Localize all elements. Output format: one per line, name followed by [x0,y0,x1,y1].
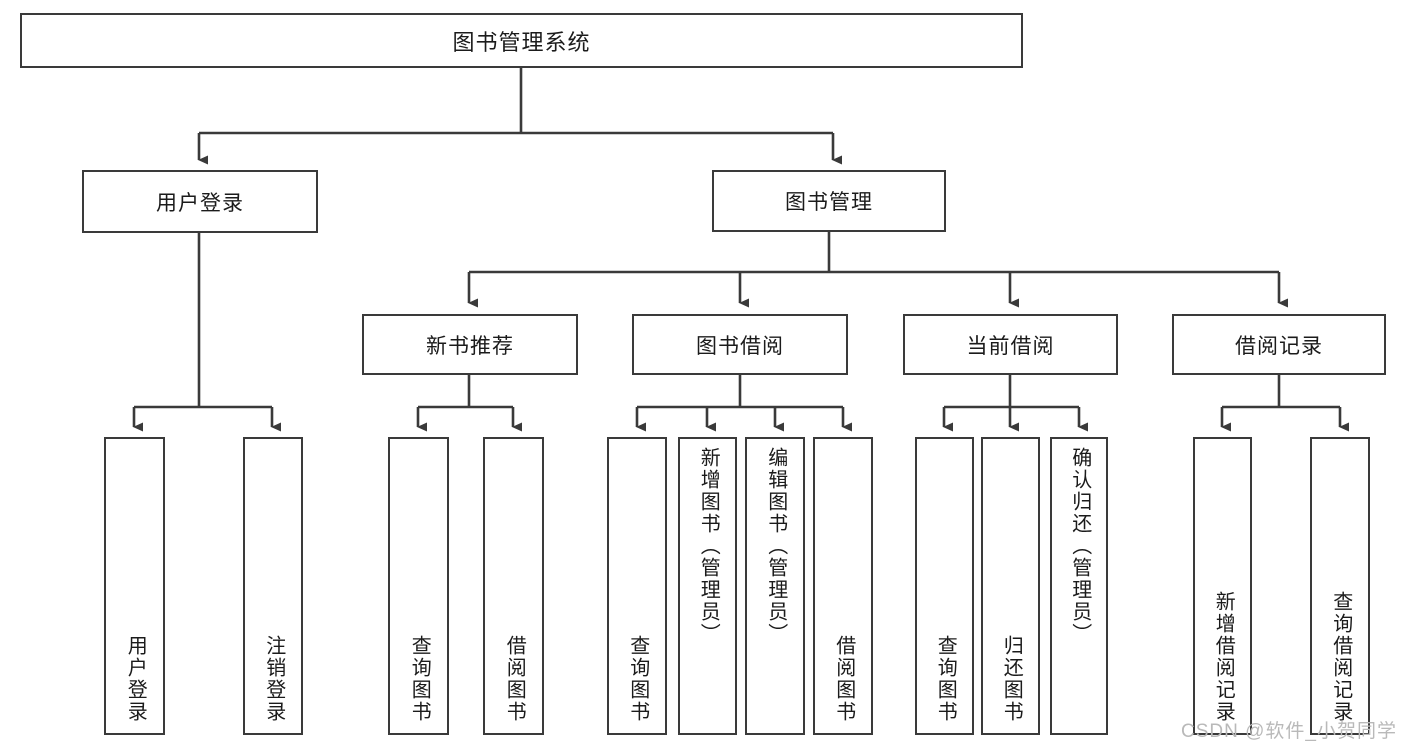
leaf-label: 查询图书 [934,635,957,723]
node-book-management[interactable]: 图书管理 [712,170,946,232]
node-label: 图书管理系统 [452,29,591,55]
leaf-borrow-borrow-book[interactable]: 借阅图书 [813,437,873,735]
leaf-current-confirm-return-admin[interactable]: 确认归还（管理员） [1050,437,1108,735]
node-label: 图书管理 [785,191,873,214]
leaf-current-query-book[interactable]: 查询图书 [915,437,974,735]
leaf-label: 归还图书 [1000,635,1023,723]
node-root-system[interactable]: 图书管理系统 [20,13,1023,68]
leaf-label: 新增图书（管理员） [697,447,720,645]
leaf-label: 确认归还（管理员） [1068,447,1091,645]
watermark-text: CSDN @软件_小贺同学 [1181,721,1397,742]
leaf-record-query-record[interactable]: 查询借阅记录 [1310,437,1370,735]
leaf-label: 用户登录 [124,635,147,723]
node-label: 图书借阅 [696,334,784,358]
leaf-label: 查询图书 [626,635,649,723]
leaf-label: 编辑图书（管理员） [764,447,787,645]
leaf-label: 借阅图书 [503,635,526,723]
node-book-borrow[interactable]: 图书借阅 [632,314,848,375]
node-user-login[interactable]: 用户登录 [82,170,318,233]
leaf-recommend-borrow-book[interactable]: 借阅图书 [483,437,544,735]
leaf-borrow-add-book-admin[interactable]: 新增图书（管理员） [678,437,737,735]
leaf-label: 借阅图书 [832,635,855,723]
leaf-label: 查询借阅记录 [1329,591,1352,723]
node-label: 借阅记录 [1235,334,1323,358]
leaf-user-login-logout[interactable]: 注销登录 [243,437,303,735]
leaf-label: 查询图书 [408,635,431,723]
leaf-user-login-login[interactable]: 用户登录 [104,437,165,735]
leaf-borrow-query-book[interactable]: 查询图书 [607,437,667,735]
leaf-label: 新增借阅记录 [1212,591,1235,723]
leaf-current-return-book[interactable]: 归还图书 [981,437,1040,735]
node-borrow-record[interactable]: 借阅记录 [1172,314,1386,375]
node-label: 用户登录 [156,191,244,215]
leaf-record-add-record[interactable]: 新增借阅记录 [1193,437,1252,735]
node-new-book-recommend[interactable]: 新书推荐 [362,314,578,375]
node-current-borrow[interactable]: 当前借阅 [903,314,1118,375]
node-label: 新书推荐 [426,334,514,358]
leaf-recommend-query-book[interactable]: 查询图书 [388,437,449,735]
leaf-borrow-edit-book-admin[interactable]: 编辑图书（管理员） [745,437,805,735]
leaf-label: 注销登录 [262,635,285,723]
node-label: 当前借阅 [966,334,1055,358]
